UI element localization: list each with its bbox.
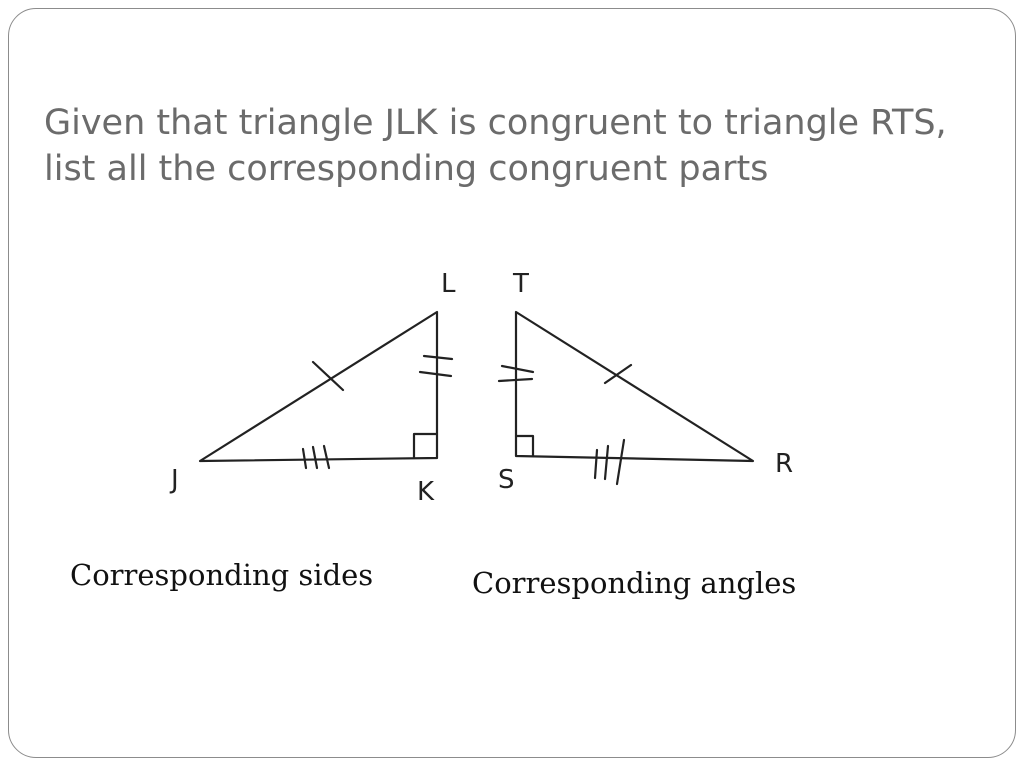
caption-corresponding-angles: Corresponding angles bbox=[472, 566, 797, 600]
slide-title-line-1: Given that triangle JLK is congruent to … bbox=[44, 103, 947, 143]
vertex-label-t: T bbox=[512, 269, 529, 299]
triangle-rts bbox=[514, 310, 755, 463]
tick-sr-2 bbox=[603, 444, 610, 481]
caption-corresponding-sides: Corresponding sides bbox=[70, 558, 374, 592]
tick-sr-1 bbox=[593, 448, 599, 480]
vertex-label-l: L bbox=[441, 269, 456, 299]
tick-ts-2 bbox=[497, 377, 534, 383]
slide-title: Given that triangle JLK is congruent to … bbox=[44, 100, 994, 192]
tick-jk-2 bbox=[311, 445, 319, 470]
tick-ts-1 bbox=[500, 364, 535, 374]
slide-title-line-2: list all the corresponding congruent par… bbox=[44, 149, 769, 189]
tick-lk-1 bbox=[422, 354, 454, 361]
tick-sr-3 bbox=[615, 438, 626, 486]
slide-frame bbox=[8, 8, 1016, 758]
tick-jk-3 bbox=[322, 444, 331, 470]
tick-jl-1 bbox=[311, 360, 345, 392]
tick-rt-1 bbox=[603, 363, 633, 385]
vertex-label-s: S bbox=[498, 465, 515, 495]
vertex-label-j: J bbox=[169, 465, 179, 495]
right-angle-mark-k bbox=[412, 432, 439, 460]
right-angle-mark-s bbox=[514, 434, 535, 458]
tick-lk-2 bbox=[418, 370, 453, 378]
tick-jk-1 bbox=[301, 447, 308, 470]
vertex-label-k: K bbox=[417, 477, 435, 507]
triangle-jlk bbox=[198, 310, 439, 463]
vertex-label-r: R bbox=[775, 449, 793, 479]
